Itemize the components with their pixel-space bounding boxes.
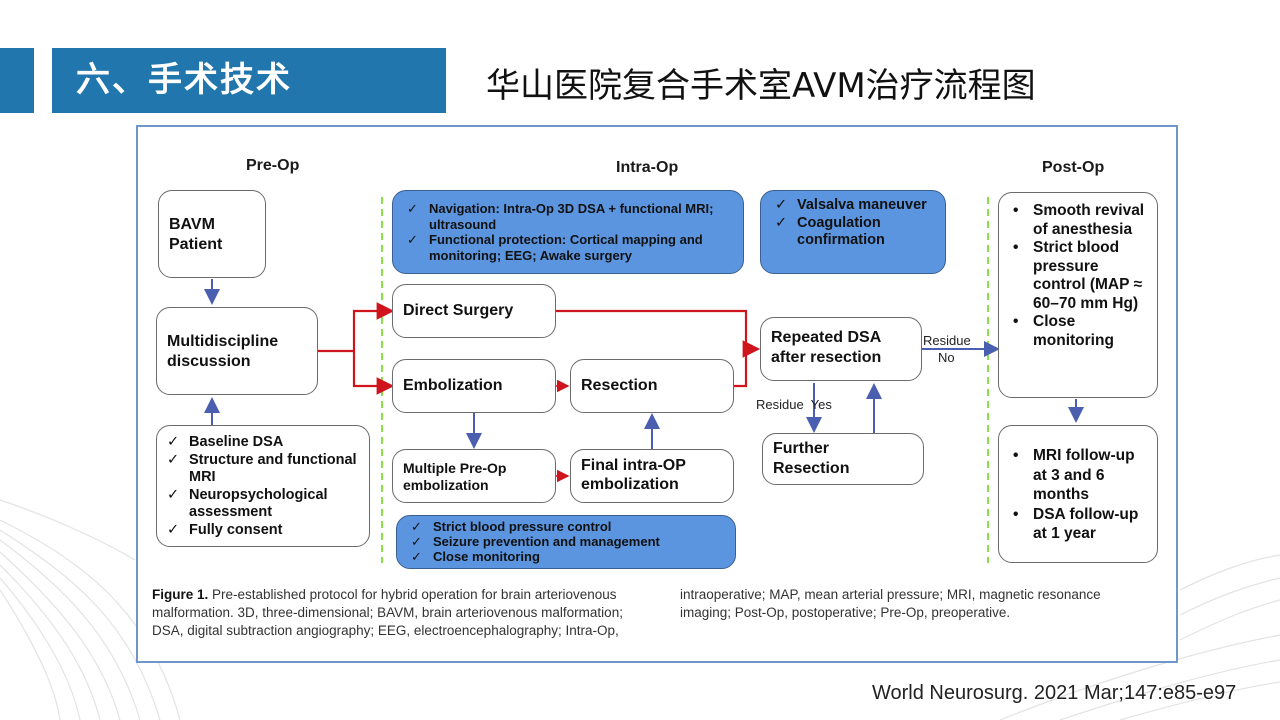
box-line: Final intra-OP — [581, 457, 686, 474]
phase-label-intra-op: Intra-Op — [616, 159, 679, 176]
multidiscipline-discussion-box: Multidiscipline discussion — [156, 307, 318, 395]
arrow-resection-to-repeated-dsa — [734, 349, 748, 388]
postop-care-item: Strict blood pressure control (MAP ≈ 60–… — [1005, 239, 1151, 313]
postop-care-box: Smooth revival of anesthesia Strict bloo… — [998, 192, 1158, 398]
workup-item: Fully consent — [163, 522, 363, 540]
header-accent-strip — [0, 48, 34, 113]
box-line: Resection — [773, 460, 850, 477]
followup-item: MRI follow-up at 3 and 6 months — [1005, 446, 1151, 505]
direct-surgery-box: Direct Surgery — [392, 284, 556, 338]
slide-title: 华山医院复合手术室AVM治疗流程图 — [486, 66, 1036, 106]
box-line: Further — [773, 440, 829, 457]
box-line: Patient — [169, 236, 223, 253]
box-line: after resection — [771, 349, 882, 366]
figure-label: Figure 1. — [152, 587, 209, 602]
further-resection-box: Further Resection — [762, 433, 924, 485]
workup-item: Baseline DSA — [163, 434, 363, 452]
repeated-dsa-box: Repeated DSA after resection — [760, 317, 922, 381]
phase-label-pre-op: Pre-Op — [246, 157, 300, 174]
workup-item: Neuropsychological assessment — [163, 487, 363, 522]
flow-connectors — [204, 197, 1084, 563]
postop-followup-box: MRI follow-up at 3 and 6 months DSA foll… — [998, 425, 1158, 563]
perioperative-item: Strict blood pressure control — [407, 519, 725, 534]
navigation-item: Functional protection: Cortical mapping … — [403, 232, 733, 263]
residue-yes-label: Residue Yes — [756, 397, 832, 412]
box-line: embolization — [581, 476, 679, 493]
hemostasis-item: Valsalva maneuver — [771, 197, 935, 215]
box-line: BAVM — [169, 216, 215, 233]
arrow-direct-surgery-to-repeated-dsa — [556, 309, 761, 358]
box-line: Repeated DSA — [771, 329, 882, 346]
citation: World Neurosurg. 2021 Mar;147:e85-e97 — [872, 682, 1237, 704]
caption-text-left: Pre-established protocol for hybrid oper… — [152, 587, 623, 638]
phase-label-post-op: Post-Op — [1042, 159, 1105, 176]
flowchart-figure: Pre-Op Intra-Op Post-Op BAVM Patient Mul… — [136, 125, 1178, 663]
resection-box: Resection — [570, 359, 734, 413]
arrow-discussion-to-direct-surgery — [318, 302, 395, 353]
navigation-protection-box: Navigation: Intra-Op 3D DSA + functional… — [392, 190, 744, 274]
perioperative-item: Close monitoring — [407, 549, 725, 564]
final-intraop-embolization-box: Final intra-OP embolization — [570, 449, 734, 503]
followup-item: DSA follow-up at 1 year — [1005, 505, 1151, 544]
arrow-discussion-to-embolization — [352, 351, 395, 395]
figure-caption-right: intraoperative; MAP, mean arterial press… — [680, 587, 1101, 620]
postop-care-item: Smooth revival of anesthesia — [1005, 202, 1151, 239]
preop-workup-box: Baseline DSA Structure and functional MR… — [156, 425, 370, 547]
hemostasis-item: Coagulation confirmation — [771, 215, 935, 250]
bavm-patient-box: BAVM Patient — [158, 190, 266, 278]
residue-no-label: Residue — [923, 333, 971, 348]
hemostasis-box: Valsalva maneuver Coagulation confirmati… — [760, 190, 946, 274]
perioperative-management-box: Strict blood pressure control Seizure pr… — [396, 515, 736, 569]
perioperative-item: Seizure prevention and management — [407, 534, 725, 549]
box-line: embolization — [403, 477, 489, 493]
box-line: discussion — [167, 353, 251, 370]
multiple-preop-embolization-box: Multiple Pre-Op embolization — [392, 449, 556, 503]
box-line: Multidiscipline — [167, 333, 279, 350]
section-title: 六、手术技术 — [52, 48, 446, 113]
residue-no-label-2: No — [938, 350, 955, 365]
navigation-item: Navigation: Intra-Op 3D DSA + functional… — [403, 201, 733, 232]
figure-caption-left: Figure 1. Pre-established protocol for h… — [152, 586, 642, 640]
postop-care-item: Close monitoring — [1005, 313, 1151, 350]
embolization-box: Embolization — [392, 359, 556, 413]
box-line: Multiple Pre-Op — [403, 460, 507, 476]
workup-item: Structure and functional MRI — [163, 452, 363, 487]
